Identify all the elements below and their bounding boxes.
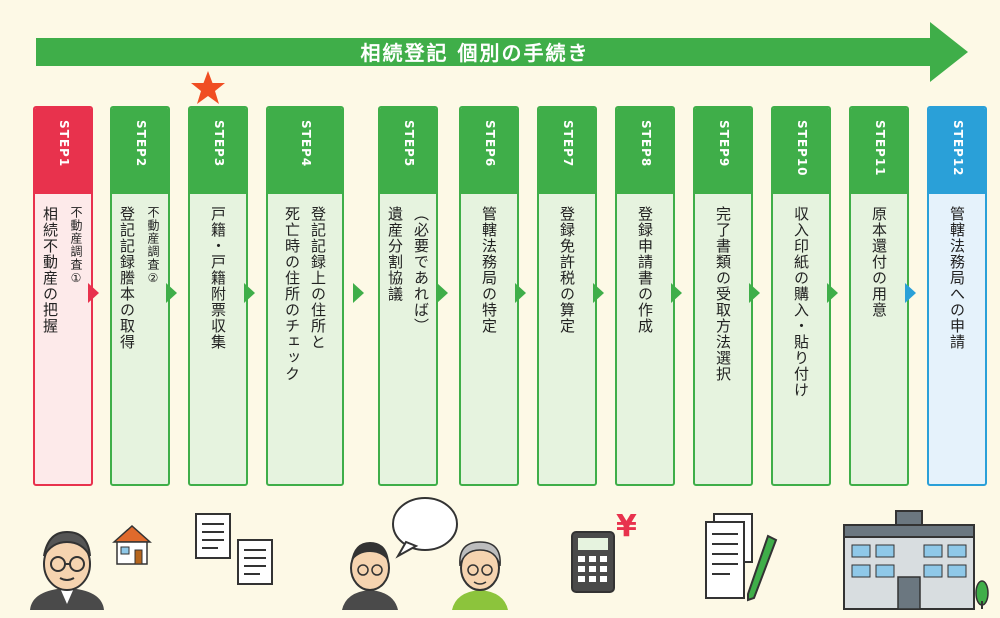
step-1-chevron-icon	[88, 283, 99, 303]
person-with-house-icon	[30, 524, 152, 610]
step-6-chevron-icon	[515, 283, 526, 303]
step-2-subtitle: 不動産調査②	[146, 206, 160, 286]
star-icon	[191, 71, 225, 104]
step-5-line-1: （必要であれば）	[412, 206, 430, 334]
step-5-tag: STEP5	[380, 108, 436, 194]
step-6-title: 管轄法務局の特定	[480, 206, 498, 334]
step-3-chevron-icon	[244, 283, 255, 303]
step-11-card: STEP11 原本還付の用意	[849, 106, 909, 486]
step-9-tag: STEP9	[695, 108, 751, 194]
step-2-title: 登記記録謄本の取得	[118, 206, 136, 350]
banner-title: 相続登記 個別の手続き	[360, 41, 590, 65]
step-8-title: 登録申請書の作成	[636, 206, 654, 334]
documents-icon	[195, 513, 273, 585]
step-7-tag: STEP7	[539, 108, 595, 194]
step-7-chevron-icon	[593, 283, 604, 303]
step-7-title: 登録免許税の算定	[558, 206, 576, 334]
step-3-card: STEP3 戸籍・戸籍附票収集	[188, 106, 248, 486]
step-10-tag: STEP10	[773, 108, 829, 194]
step-10-title: 収入印紙の購入・貼り付け	[792, 206, 810, 398]
step-4-tag: STEP4	[268, 108, 342, 194]
document-pen-icon	[705, 513, 778, 602]
step-1-card: STEP1 不動産調査① 相続不動産の把握	[33, 106, 93, 486]
step-3-title: 戸籍・戸籍附票収集	[209, 206, 227, 350]
step-7-card: STEP7 登録免許税の算定	[537, 106, 597, 486]
step-8-tag: STEP8	[617, 108, 673, 194]
step-11-chevron-icon	[905, 283, 916, 303]
step-1-subtitle: 不動産調査①	[69, 206, 83, 286]
step-4-line-2: 死亡時の住所のチェック	[283, 206, 301, 382]
step-5-card: STEP5 （必要であれば） 遺産分割協議	[378, 106, 438, 486]
step-2-chevron-icon	[166, 283, 177, 303]
consultation-icon	[342, 497, 508, 610]
step-9-chevron-icon	[749, 283, 760, 303]
step-6-tag: STEP6	[461, 108, 517, 194]
step-1-title: 相続不動産の把握	[41, 206, 59, 334]
step-3-tag: STEP3	[190, 108, 246, 194]
step-1-tag: STEP1	[35, 108, 91, 194]
step-4-chevron-icon	[353, 283, 364, 303]
yen-symbol: ¥	[616, 509, 637, 544]
step-11-tag: STEP11	[851, 108, 907, 194]
step-10-card: STEP10 収入印紙の購入・貼り付け	[771, 106, 831, 486]
banner-arrow	[36, 22, 968, 82]
step-10-chevron-icon	[827, 283, 838, 303]
step-12-tag: STEP12	[929, 108, 985, 194]
step-8-chevron-icon	[671, 283, 682, 303]
calculator-icon	[571, 531, 615, 593]
step-9-card: STEP9 完了書類の受取方法選択	[693, 106, 753, 486]
step-2-tag: STEP2	[112, 108, 168, 194]
step-12-title: 管轄法務局への申請	[948, 206, 966, 350]
step-9-title: 完了書類の受取方法選択	[714, 206, 732, 382]
step-4-line-1: 登記記録上の住所と	[309, 206, 327, 350]
step-4-card: STEP4 登記記録上の住所と 死亡時の住所のチェック	[266, 106, 344, 486]
step-8-card: STEP8 登録申請書の作成	[615, 106, 675, 486]
step-11-title: 原本還付の用意	[870, 206, 888, 318]
step-5-line-2: 遺産分割協議	[386, 206, 404, 302]
step-6-card: STEP6 管轄法務局の特定	[459, 106, 519, 486]
step-2-card: STEP2 不動産調査② 登記記録謄本の取得	[110, 106, 170, 486]
banner-arrow-shape	[36, 22, 968, 82]
step-5-chevron-icon	[437, 283, 448, 303]
step-12-card: STEP12 管轄法務局への申請	[927, 106, 987, 486]
office-building-icon	[843, 510, 989, 610]
